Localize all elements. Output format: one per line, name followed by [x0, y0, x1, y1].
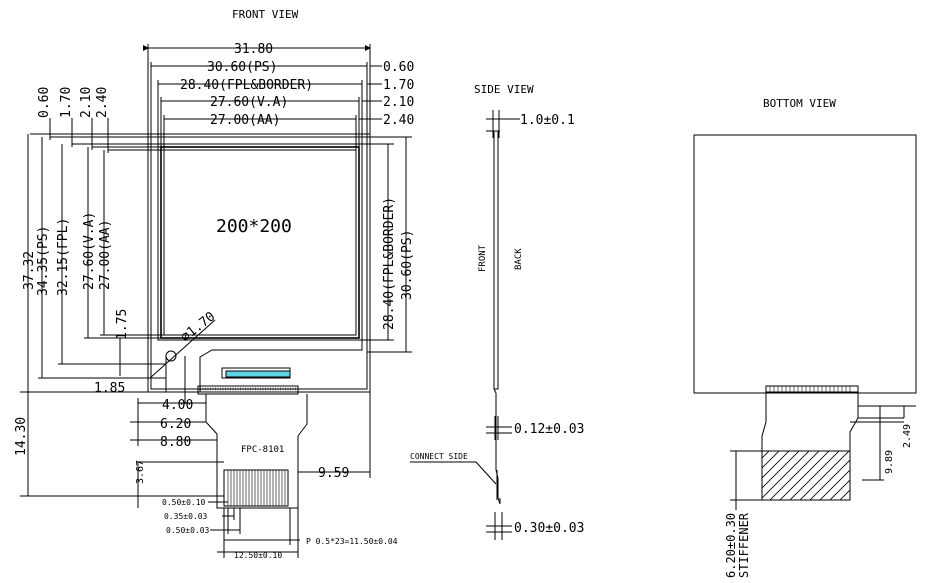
connector-pins: [200, 387, 296, 506]
dim-left-margin-2: 1.70: [59, 87, 74, 118]
right-dimensions: [362, 136, 412, 353]
side-view-title: SIDE VIEW: [474, 83, 534, 96]
left-margin-dimensions: [30, 118, 164, 153]
dim-9-59: 9.59: [318, 466, 349, 481]
dim-6-20: 6.20: [160, 417, 191, 432]
dim-1-75: 1.75: [115, 309, 130, 340]
bottom-dim-2-49: 2.49: [902, 424, 913, 448]
dim-4-00: 4.00: [162, 398, 193, 413]
dim-width-ps: 30.60(PS): [207, 60, 277, 75]
pin-pitch: P 0.5*23=11.50±0.04: [306, 537, 398, 546]
dim-1-85: 1.85: [94, 381, 125, 396]
side-tail-thickness: 0.30±0.03: [514, 521, 584, 536]
dim-height-ps: 34.35(PS): [36, 226, 51, 296]
dim-height-total: 37.32: [22, 251, 37, 290]
stiffener-dim: 6.20±0.30: [724, 513, 738, 578]
dim-width-fpl: 28.40(FPL&BORDER): [180, 78, 313, 93]
dim-3-67: 3.67: [135, 460, 146, 484]
dim-left-margin-1: 0.60: [37, 87, 52, 118]
fpc-label: FPC-8101: [241, 445, 284, 455]
side-front: FRONT: [478, 244, 488, 272]
dim-width-aa: 27.00(AA): [210, 113, 280, 128]
dim-left-margin-4: 2.40: [95, 87, 110, 118]
bottom-pins: [769, 386, 851, 392]
front-view-title: FRONT VIEW: [232, 8, 299, 21]
bottom-dim-9-89: 9.89: [884, 450, 895, 474]
dim-height-fpl: 32.15(FPL): [56, 218, 71, 296]
connect-side: CONNECT SIDE: [410, 452, 468, 461]
side-view-outline: [410, 110, 520, 540]
stiffener-hatch: [761, 450, 851, 501]
bottom-left-dimensions: [110, 338, 371, 558]
dim-right-margin-3: 2.10: [383, 95, 414, 110]
dim-right-ps: 30.60(PS): [400, 230, 415, 300]
dim-right-margin-2: 1.70: [383, 78, 414, 93]
dim-height-va: 27.60(V.A): [82, 212, 97, 290]
side-back: BACK: [514, 248, 524, 270]
dim-width-total: 31.80: [234, 42, 273, 57]
dim-left-margin-3: 2.10: [79, 87, 94, 118]
connector-width: 12.50±0.10: [234, 551, 282, 560]
side-fpc-thickness: 0.12±0.03: [514, 422, 584, 437]
connector-strip: [225, 370, 291, 378]
pin-dim-1: 0.50±0.10: [162, 498, 206, 507]
pin-dim-3: 0.50±0.03: [166, 526, 210, 535]
dim-14-30: 14.30: [14, 417, 29, 456]
front-view-outline: [147, 133, 371, 509]
stiffener-label: STIFFENER: [737, 512, 751, 578]
top-dimensions: [143, 44, 382, 150]
dim-8-80: 8.80: [160, 435, 191, 450]
dim-right-margin-1: 0.60: [383, 60, 414, 75]
dim-height-aa: 27.00(AA): [98, 220, 113, 290]
dim-right-margin-4: 2.40: [383, 113, 414, 128]
bottom-view-title: BOTTOM VIEW: [763, 97, 836, 110]
resolution-label: 200*200: [216, 216, 292, 237]
dim-right-fpl: 28.40(FPL&BORDER): [382, 197, 397, 330]
dim-width-va: 27.60(V.A): [210, 95, 288, 110]
side-thickness: 1.0±0.1: [520, 113, 575, 128]
pin-dim-2: 0.35±0.03: [164, 512, 208, 521]
